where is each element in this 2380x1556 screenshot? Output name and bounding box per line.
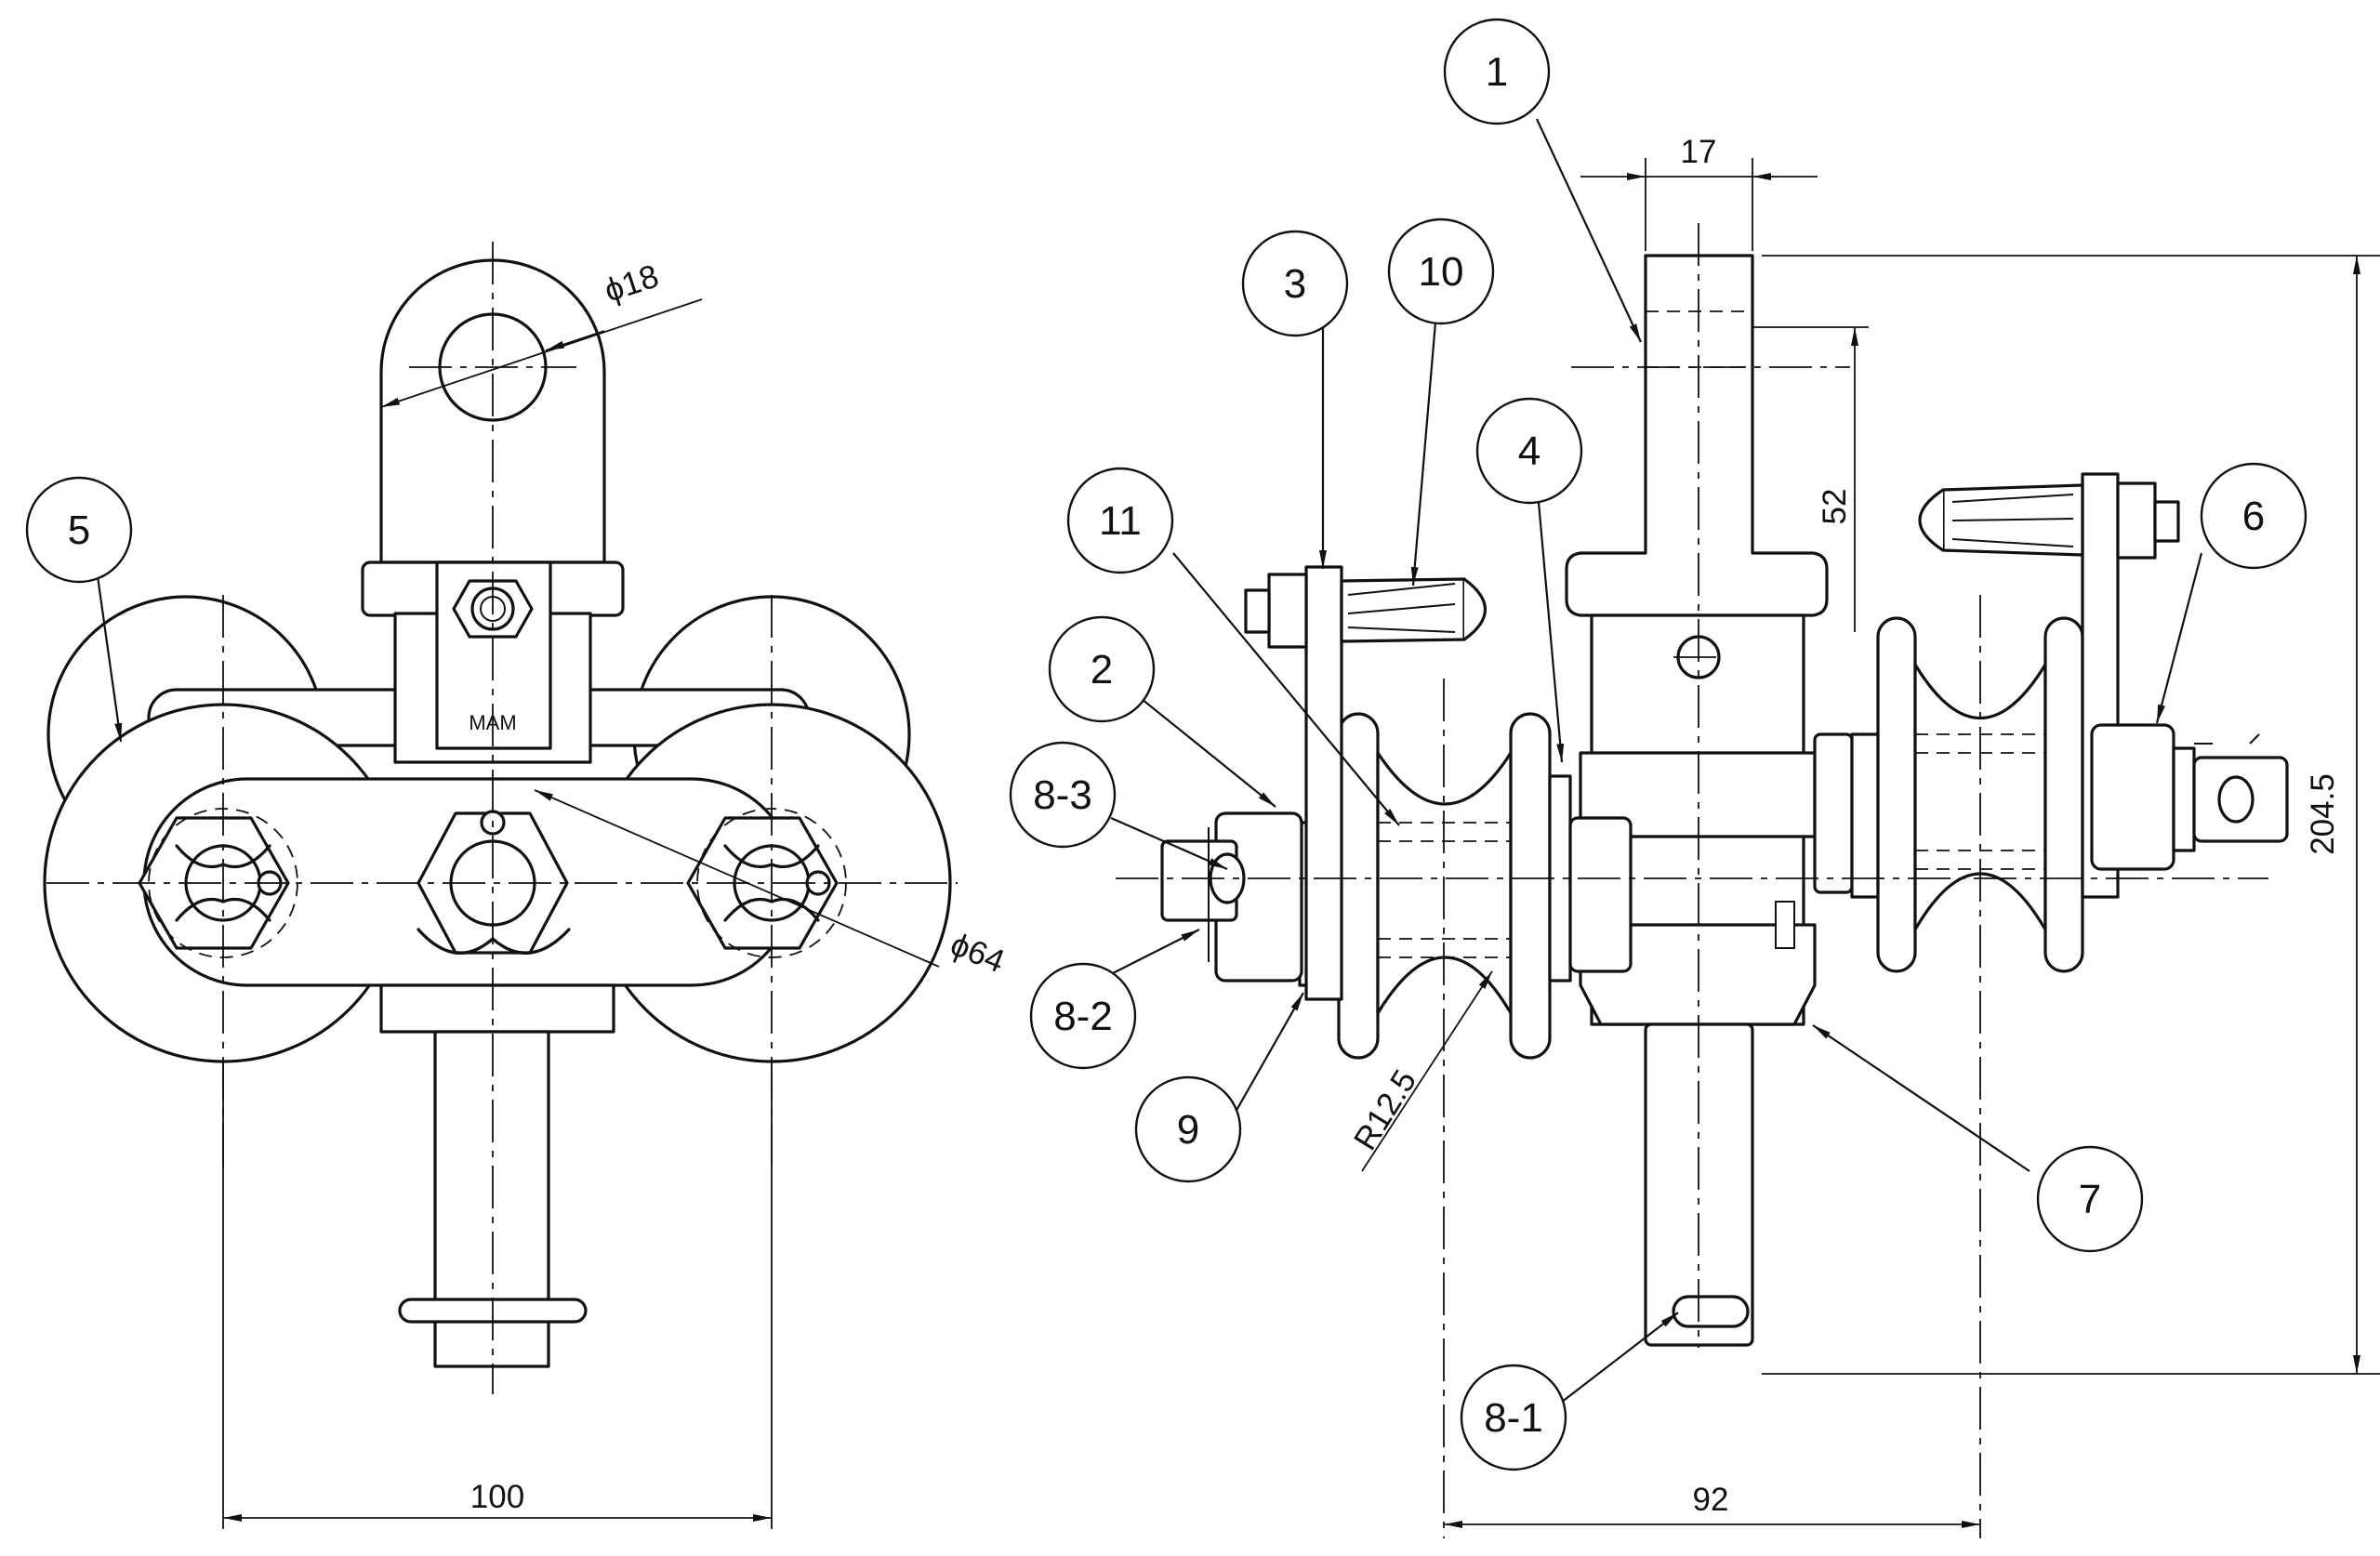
dim-wheel-diameter: ϕ64 <box>945 926 1010 980</box>
balloon-5: 5 <box>25 476 133 584</box>
flange-left-inner <box>1509 712 1552 1060</box>
pin-small <box>1775 901 1795 949</box>
dim-height-52: 52 <box>1817 489 1853 525</box>
svg-text:11: 11 <box>1099 498 1142 544</box>
bottom-nut <box>1579 923 1817 1026</box>
balloon-4: 4 <box>1475 397 1583 505</box>
balloon-11: 11 <box>1066 467 1174 574</box>
left-bracket <box>1244 565 1488 1001</box>
right-washer <box>1850 732 1880 899</box>
svg-text:8-2: 8-2 <box>1053 994 1113 1039</box>
balloon-8-1: 8-1 <box>1460 1364 1567 1471</box>
bracket-nut <box>1267 573 1308 649</box>
front-view: MAM <box>43 242 1010 1529</box>
svg-text:9: 9 <box>1177 1107 1199 1153</box>
bracket-right-nut <box>2116 481 2157 560</box>
svg-text:1: 1 <box>1486 49 1508 95</box>
right-axle-nut <box>1813 732 1854 894</box>
svg-text:6: 6 <box>2242 494 2265 539</box>
balloon-10: 10 <box>1387 218 1495 325</box>
bracket-bolt <box>1244 588 1271 634</box>
svg-text:3: 3 <box>1284 261 1306 307</box>
dim-hole-diameter: ϕ18 <box>600 257 663 309</box>
dim-groove-radius: R12.5 <box>1347 1063 1424 1156</box>
top-lug <box>1565 254 1829 617</box>
svg-text:8-3: 8-3 <box>1033 772 1092 818</box>
flange-left-outer <box>1337 712 1380 1060</box>
dim-wheel-spacing: 100 <box>470 1479 524 1515</box>
svg-text:2: 2 <box>1091 647 1113 692</box>
bracket-3 <box>1304 565 1343 1001</box>
right-spool <box>1813 616 2084 973</box>
flange-right-inner <box>1876 616 1917 973</box>
stem-slot <box>1672 1295 1750 1328</box>
svg-text:5: 5 <box>68 508 90 553</box>
balloon-6: 6 <box>2200 462 2307 570</box>
svg-text:4: 4 <box>1518 429 1540 474</box>
balloon-8-3: 8-3 <box>1009 741 1117 849</box>
balloon-2: 2 <box>1048 615 1156 723</box>
axle-nut-center <box>416 810 571 955</box>
flange-right-outer <box>2043 616 2084 973</box>
dim-overall-height: 204.5 <box>2305 773 2341 855</box>
balloon-9: 9 <box>1134 1075 1242 1183</box>
balloon-8-2: 8-2 <box>1029 962 1137 1070</box>
left-axle-nut <box>1568 816 1633 973</box>
right-end-hardware <box>2090 723 2289 871</box>
svg-text:10: 10 <box>1419 249 1464 295</box>
balloon-7: 7 <box>2036 1145 2144 1253</box>
left-end-hardware <box>1160 811 1303 982</box>
balloon-3: 3 <box>1241 230 1349 337</box>
side-view: 17 52 204.5 92 R12.5 <box>1110 118 2380 1538</box>
hub-lower <box>379 983 615 1034</box>
svg-text:8-1: 8-1 <box>1484 1395 1543 1441</box>
balloon-1: 1 <box>1443 18 1551 125</box>
bracket-right-bolt <box>2153 500 2180 543</box>
dim-overall-width: 92 <box>1693 1482 1729 1518</box>
svg-text:7: 7 <box>2079 1177 2101 1222</box>
dim-lug-width: 17 <box>1681 134 1717 170</box>
right-bracket <box>1918 472 2180 899</box>
